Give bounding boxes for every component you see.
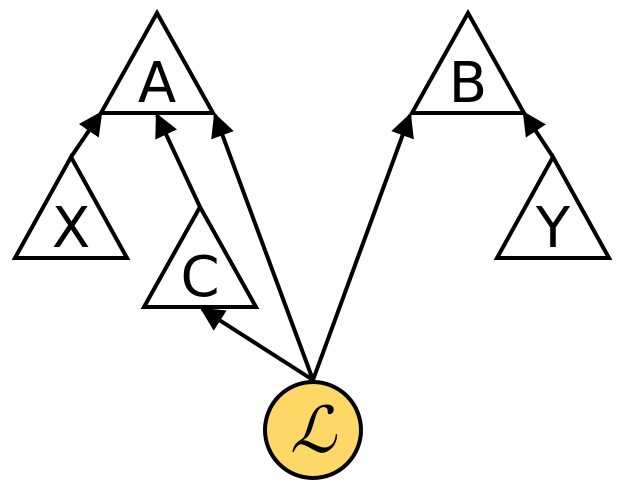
- node-a: A: [97, 8, 217, 116]
- label-a: A: [138, 51, 176, 116]
- label-l: ℒ: [290, 394, 338, 468]
- label-b: B: [449, 51, 487, 116]
- node-c: C: [140, 202, 260, 310]
- node-y: Y: [493, 152, 613, 261]
- arrow-l-to-a: [211, 112, 315, 381]
- arrow-l-to-b: [311, 112, 414, 381]
- triangle-c: [140, 202, 260, 309]
- label-y: Y: [535, 196, 571, 261]
- arrow-c-to-a: [155, 112, 202, 208]
- circle-l: [263, 380, 363, 480]
- triangle-y: [493, 152, 613, 260]
- triangle-b: [408, 8, 528, 115]
- triangle-x: [11, 152, 131, 260]
- node-b: B: [408, 8, 528, 116]
- node-x: X: [11, 152, 131, 261]
- label-x: X: [52, 196, 90, 261]
- node-l: ℒ: [263, 380, 363, 480]
- arrow-l-to-c: [199, 307, 315, 382]
- arrow-x-to-a: [69, 111, 103, 159]
- arrow-y-to-b: [522, 110, 555, 159]
- label-c: C: [180, 245, 219, 310]
